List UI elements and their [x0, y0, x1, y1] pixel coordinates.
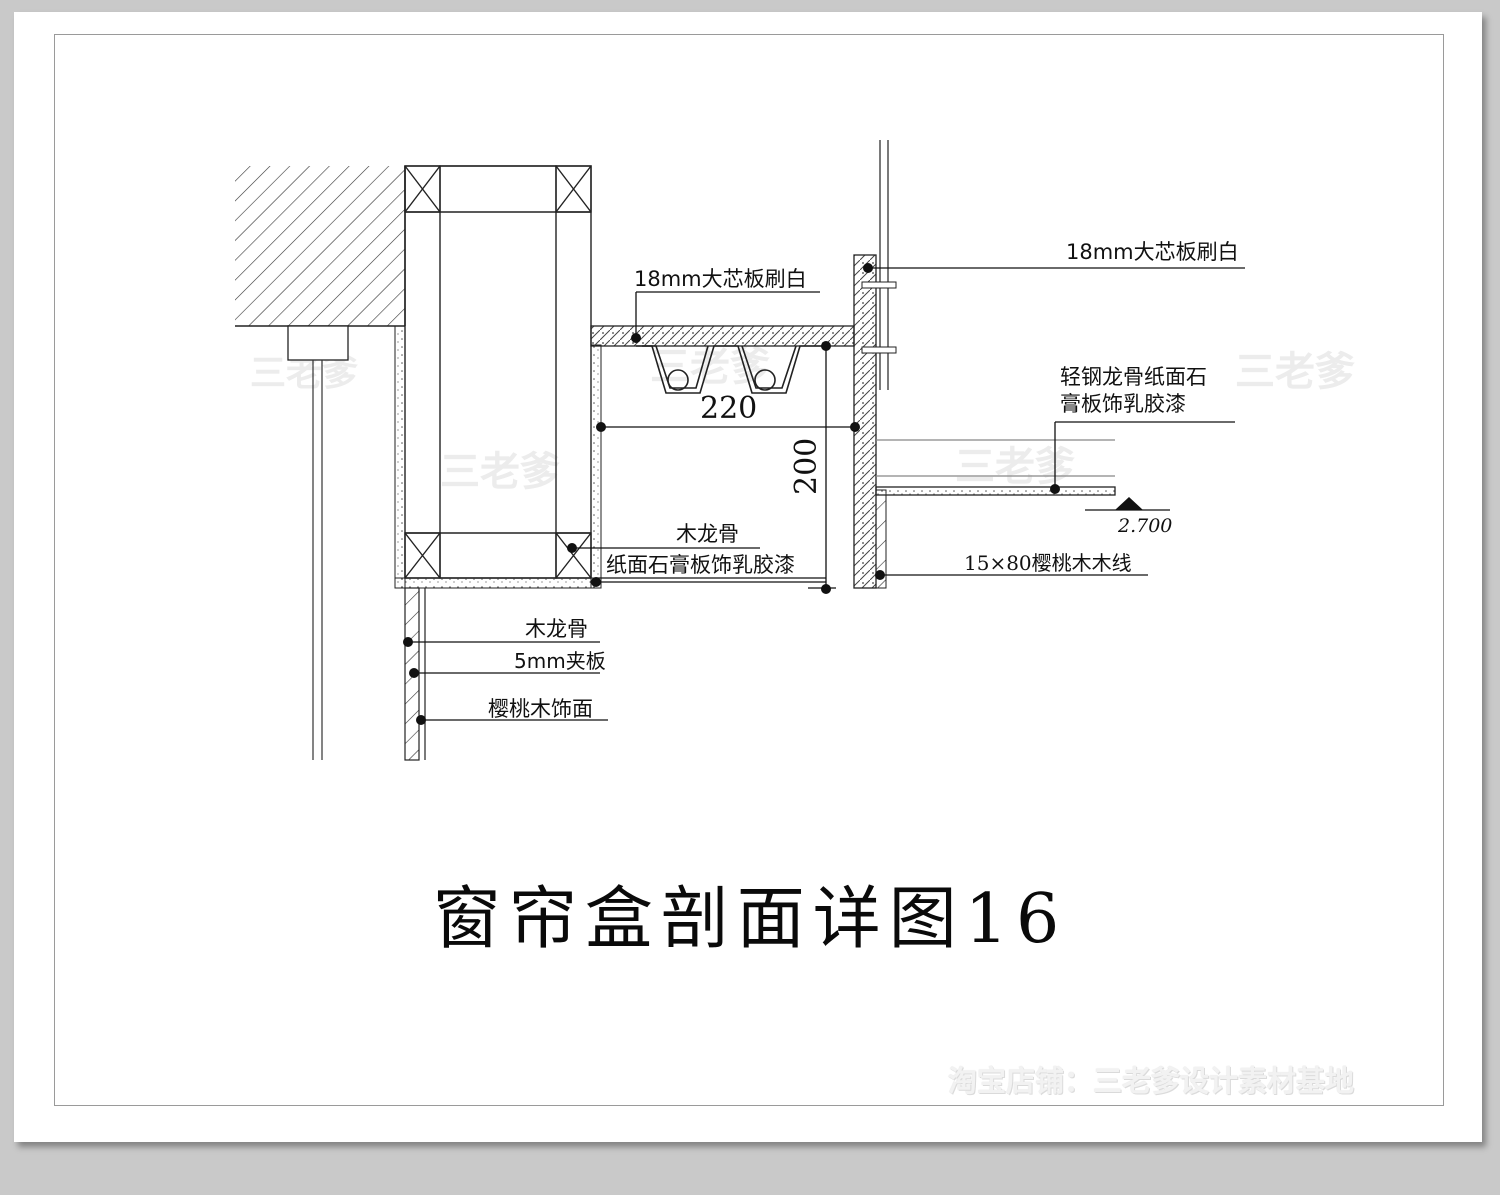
- label-cherry-trim: 15×80樱桃木木线: [964, 551, 1132, 575]
- elevation-label: 2.700: [1117, 515, 1172, 537]
- elevation-marker: [1085, 497, 1170, 511]
- dimension-lines: [590, 346, 855, 592]
- concrete-beam: [235, 166, 406, 760]
- leader-lines: [408, 267, 1245, 721]
- shop-watermark: 淘宝店铺：三老爹设计素材基地: [948, 1064, 1355, 1098]
- window-frame: [404, 165, 592, 579]
- watermark-2: 三老爹: [440, 449, 560, 495]
- watermark-4: 三老爹: [955, 444, 1075, 490]
- label-steel-keel-2: 膏板饰乳胶漆: [1060, 392, 1186, 416]
- label-steel-keel-1: 轻钢龙骨纸面石: [1060, 365, 1207, 389]
- label-cherry-veneer: 樱桃木饰面: [488, 697, 593, 721]
- drawing-frame: [54, 34, 1444, 1106]
- ceiling: [875, 439, 1116, 496]
- label-top-board-right: 18mm大芯板刷白: [1066, 240, 1239, 264]
- label-wood-keel-mid: 木龙骨: [676, 522, 739, 546]
- soffit-board: [853, 140, 897, 589]
- curtain-track: [636, 345, 826, 394]
- label-gypsum-paint: 纸面石膏板饰乳胶漆: [606, 553, 795, 577]
- dimension-height: 200: [789, 438, 824, 495]
- label-wood-keel-low: 木龙骨: [525, 617, 588, 641]
- leader-dots: [403, 263, 1060, 725]
- watermark-3: 三老爹: [650, 344, 770, 390]
- gypsum-lining: [394, 325, 602, 589]
- label-plywood: 5mm夹板: [514, 649, 606, 673]
- watermark-5: 三老爹: [1235, 349, 1355, 395]
- label-top-board-center: 18mm大芯板刷白: [634, 267, 807, 291]
- curtain-box-top-board: [590, 325, 855, 347]
- dimension-width: 220: [700, 391, 757, 426]
- drawing-title: 窗帘盒剖面详图16: [432, 880, 1068, 959]
